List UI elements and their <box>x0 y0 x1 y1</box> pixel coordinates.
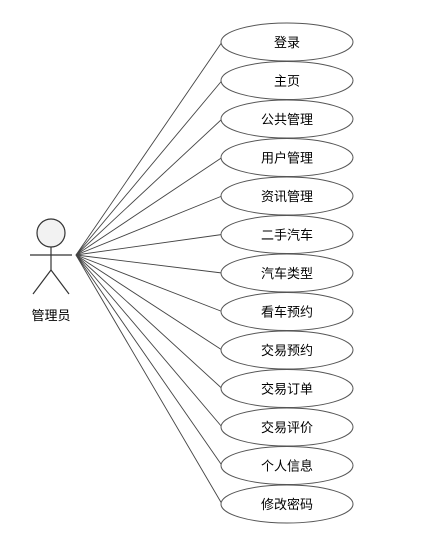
use-case[interactable]: 交易评价 <box>220 407 354 447</box>
use-case-label: 主页 <box>274 75 300 90</box>
actor-head <box>36 218 66 248</box>
association-line <box>75 254 223 274</box>
association-line <box>75 254 223 428</box>
use-case[interactable]: 资讯管理 <box>220 176 354 216</box>
use-case-label: 资讯管理 <box>261 190 313 205</box>
use-case[interactable]: 用户管理 <box>220 138 354 177</box>
use-case[interactable]: 汽车类型 <box>220 253 354 293</box>
use-case-label: 交易预约 <box>261 343 313 359</box>
use-case-ellipse <box>220 484 354 524</box>
use-case-label: 汽车类型 <box>261 266 313 282</box>
use-case[interactable]: 公共管理 <box>220 99 354 139</box>
use-case-label: 二手汽车 <box>261 228 313 244</box>
use-case[interactable]: 修改密码 <box>220 484 354 524</box>
use-case-label: 登录 <box>274 36 300 51</box>
use-case[interactable]: 二手汽车 <box>220 215 354 254</box>
use-case[interactable]: 交易预约 <box>220 330 354 370</box>
actor-label: 管理员 <box>31 309 70 324</box>
use-case[interactable]: 登录 <box>220 22 354 62</box>
use-case-label: 个人信息 <box>261 459 313 475</box>
use-case-label: 修改密码 <box>261 497 313 513</box>
association-line <box>75 118 223 256</box>
actor-admin[interactable]: 管理员 <box>30 218 72 324</box>
association-line <box>75 157 223 256</box>
association-line <box>75 254 223 505</box>
use-case-label: 看车预约 <box>261 305 313 321</box>
use-case[interactable]: 看车预约 <box>220 292 354 331</box>
association-line <box>75 80 223 256</box>
association-line <box>75 254 223 466</box>
association-line <box>75 254 223 351</box>
association-lines <box>75 41 223 505</box>
use-case-label: 用户管理 <box>261 151 313 167</box>
use-case[interactable]: 交易订单 <box>220 369 354 408</box>
association-line <box>75 254 223 312</box>
association-line <box>75 41 223 256</box>
use-case[interactable]: 个人信息 <box>220 446 354 485</box>
use-case-label: 交易评价 <box>261 420 313 436</box>
use-case[interactable]: 主页 <box>220 61 354 100</box>
use-case-label: 公共管理 <box>261 113 313 128</box>
actor-left-leg <box>32 269 52 295</box>
association-line <box>75 234 223 256</box>
use-case-list: 登录主页公共管理用户管理资讯管理二手汽车汽车类型看车预约交易预约交易订单交易评价… <box>220 22 354 524</box>
association-line <box>75 254 223 389</box>
actor-right-leg <box>50 269 70 295</box>
use-case-label: 交易订单 <box>261 382 313 398</box>
association-line <box>75 195 223 256</box>
